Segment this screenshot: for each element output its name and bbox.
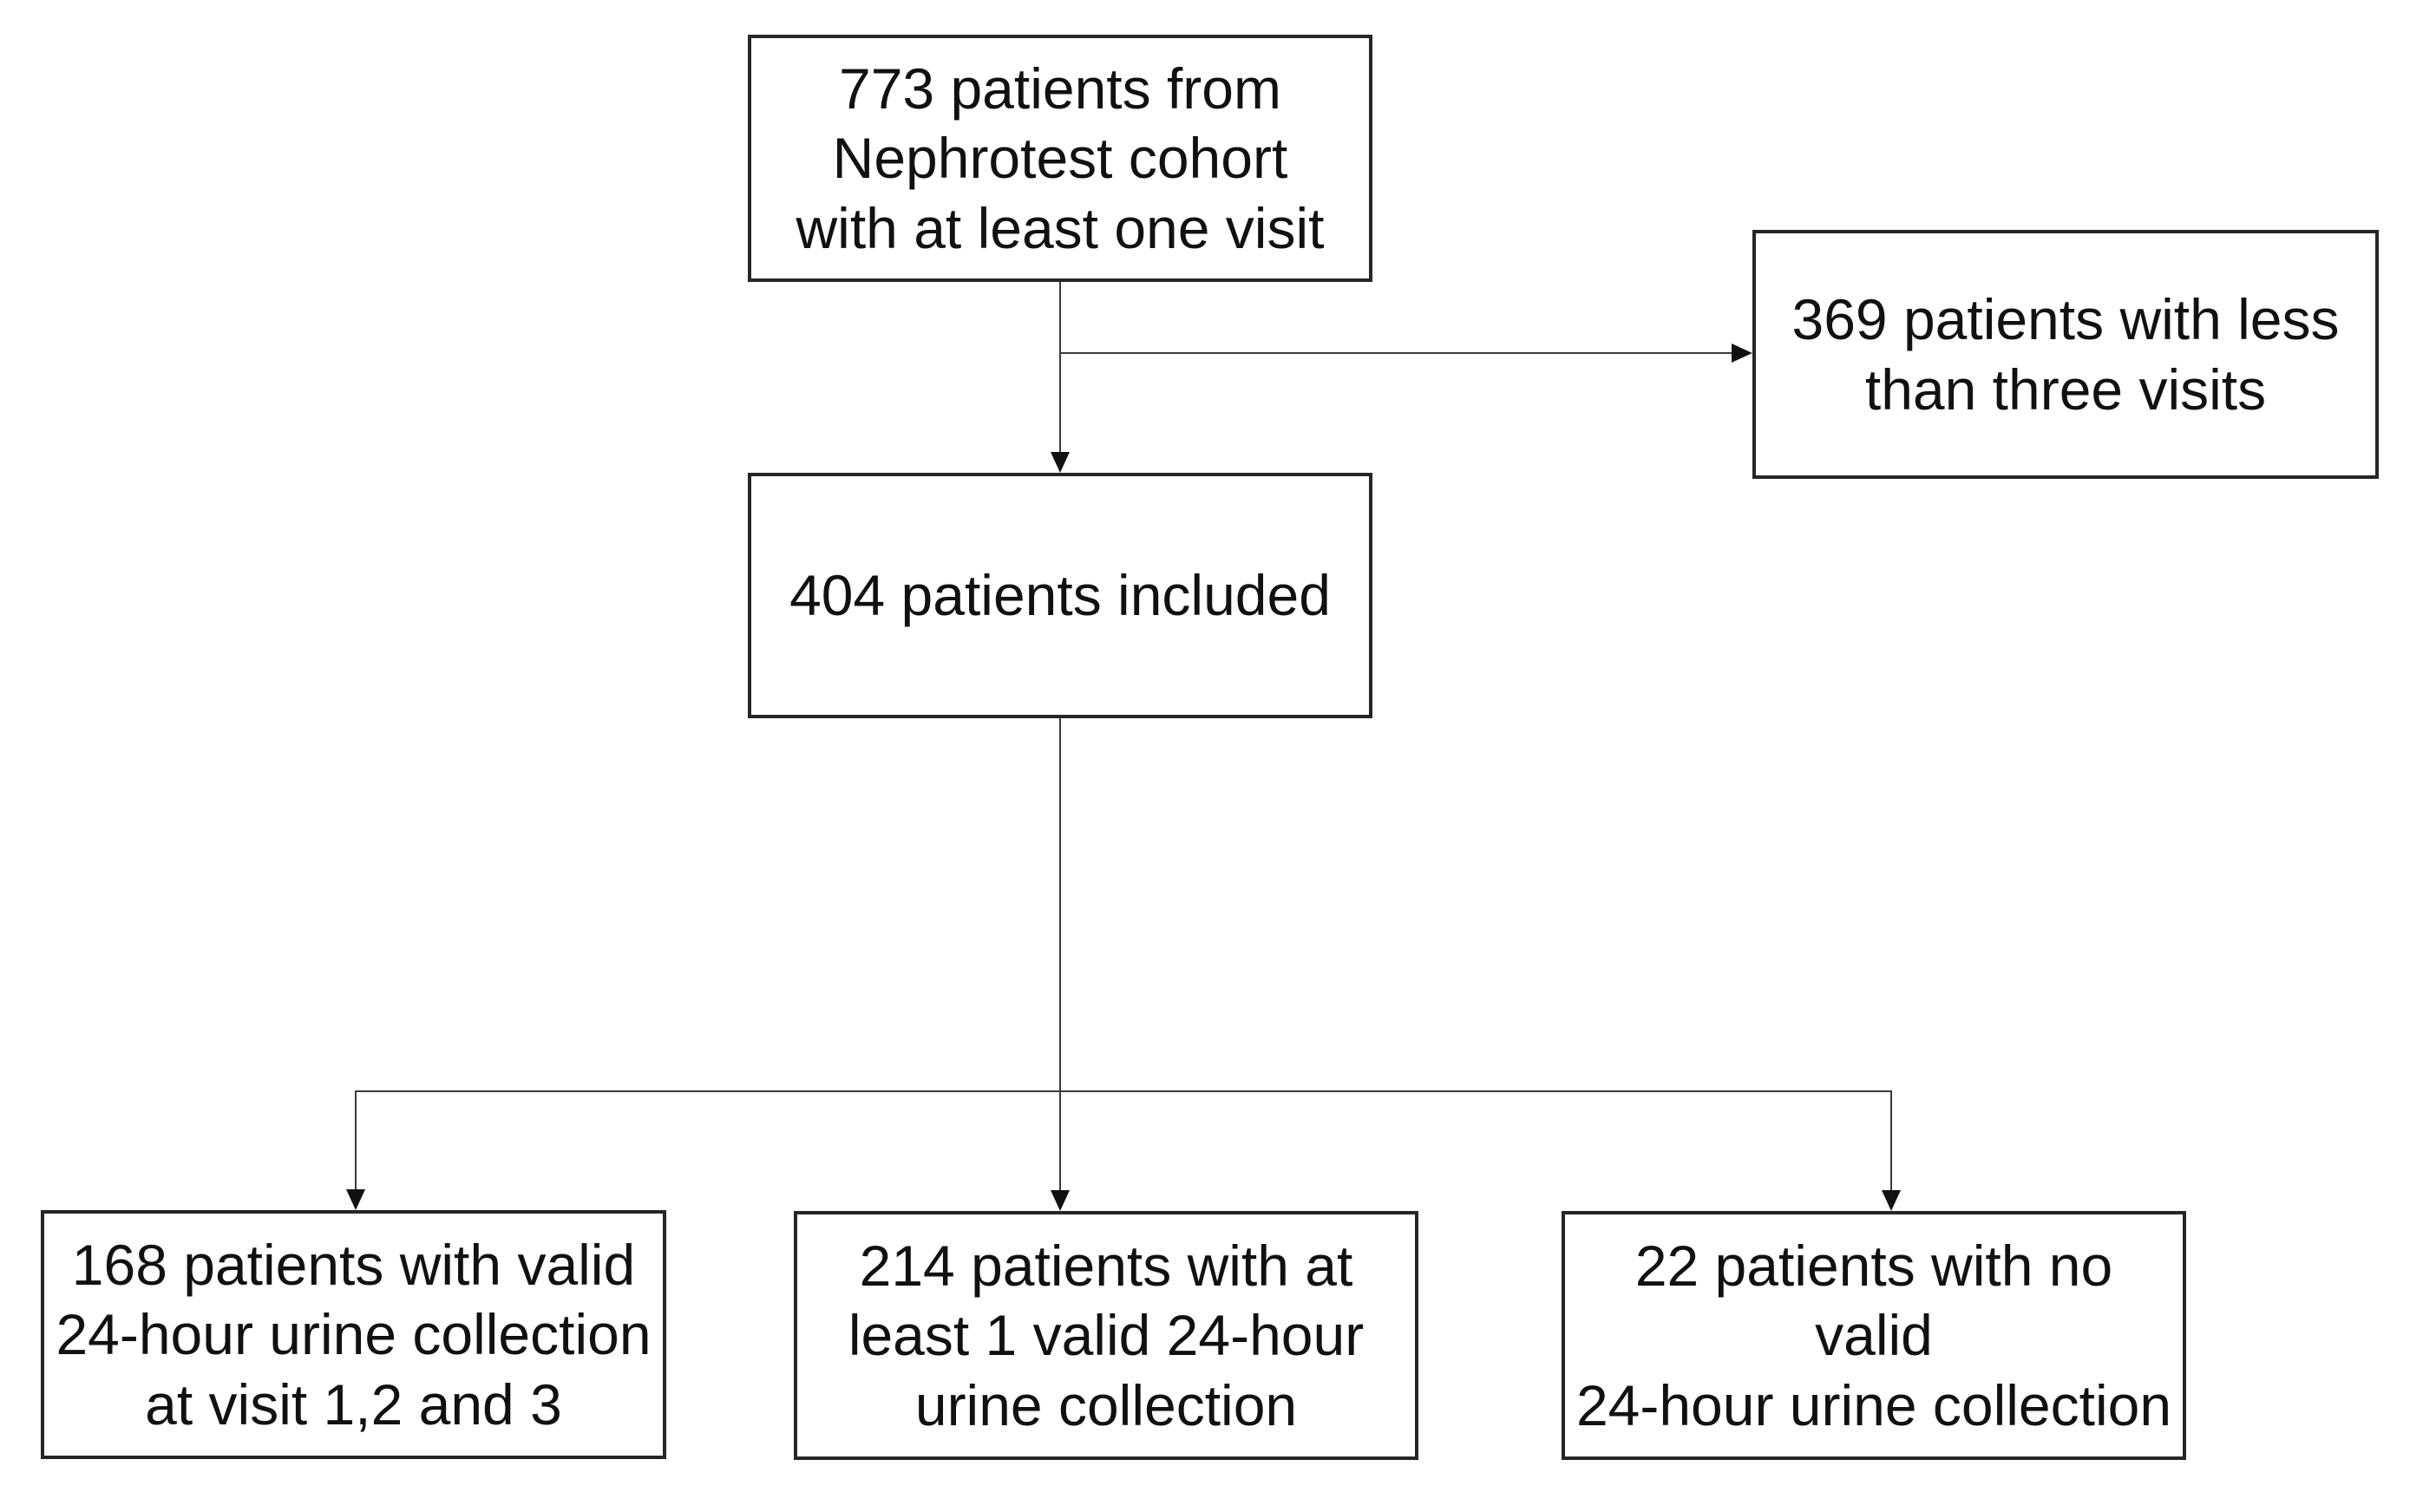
connector-drop-valid-all xyxy=(355,1090,357,1189)
connector-drop-valid-at-least-one xyxy=(1059,1091,1061,1190)
flow-box-valid-at-least-one: 214 patients with at least 1 valid 24-ho… xyxy=(794,1211,1418,1460)
flow-box-included: 404 patients included xyxy=(748,473,1372,718)
arrow-down-icon xyxy=(346,1189,365,1210)
arrow-down-icon xyxy=(1882,1190,1901,1211)
arrow-down-icon xyxy=(1051,452,1070,473)
flow-box-cohort-text: 773 patients from Nephrotest cohort with… xyxy=(796,56,1325,260)
flow-box-included-text: 404 patients included xyxy=(789,563,1331,628)
flow-box-valid-all-visits: 168 patients with valid 24-hour urine co… xyxy=(41,1210,666,1459)
arrow-right-icon xyxy=(1732,344,1752,363)
flow-box-no-valid: 22 patients with no valid 24-hour urine … xyxy=(1562,1211,2186,1460)
connector-branch-to-excluded xyxy=(1059,352,1732,354)
connector-cohort-to-included xyxy=(1059,282,1061,452)
arrow-down-icon xyxy=(1051,1190,1070,1211)
flow-box-valid-at-least-one-text: 214 patients with at least 1 valid 24-ho… xyxy=(848,1233,1365,1437)
flow-box-excluded: 369 patients with less than three visits xyxy=(1752,230,2379,479)
connector-distribution-line xyxy=(355,1090,1892,1092)
connector-included-to-distribution xyxy=(1059,718,1061,1091)
flow-box-valid-all-visits-text: 168 patients with valid 24-hour urine co… xyxy=(56,1232,652,1437)
connector-drop-no-valid xyxy=(1890,1090,1892,1190)
flow-box-excluded-text: 369 patients with less than three visits xyxy=(1791,286,2340,422)
flow-box-cohort: 773 patients from Nephrotest cohort with… xyxy=(748,35,1372,282)
flow-box-no-valid-text: 22 patients with no valid 24-hour urine … xyxy=(1575,1233,2172,1437)
